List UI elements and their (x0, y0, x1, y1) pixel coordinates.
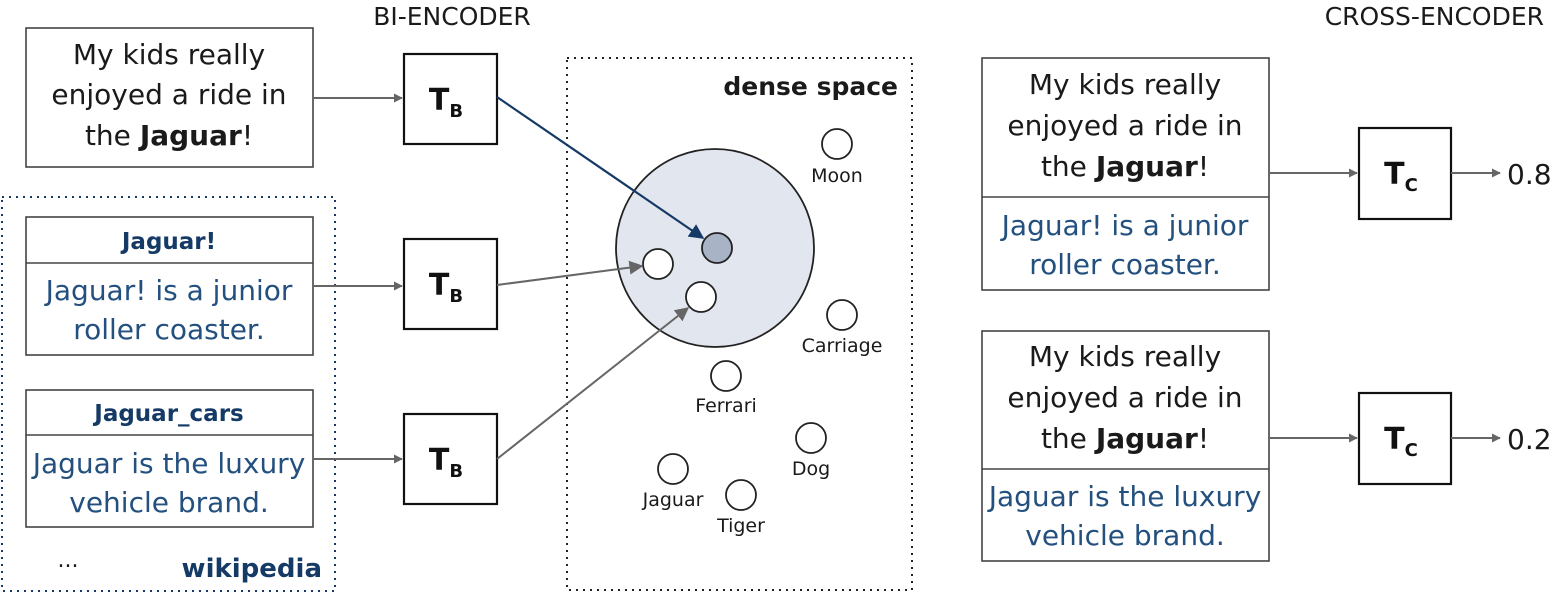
pair-candidate-line-1: Jaguar! is a junior (1000, 209, 1249, 242)
pair-query-line-2: enjoyed a ride in (1007, 109, 1242, 142)
wikipedia-label: wikipedia (182, 554, 322, 584)
encoder-tb-3: TB (402, 412, 499, 506)
point-jaguar (657, 453, 689, 485)
cross-pair-2-box: My kids really enjoyed a ride in the Jag… (981, 330, 1270, 562)
point-carriage (826, 299, 858, 331)
bi-encoder-title: BI-ENCODER (373, 2, 531, 31)
point-dog (795, 422, 827, 454)
encoder-tc-1: TC (1357, 126, 1453, 221)
cross-encoder-title: CROSS-ENCODER (1325, 2, 1544, 31)
pair-candidate-line-1: Jaguar is the luxury (987, 480, 1262, 513)
query-line-1: My kids really (73, 38, 265, 71)
point-ferrari (710, 360, 742, 392)
wiki-entry-title: Jaguar_cars (92, 401, 243, 427)
arrow-entry1-embedding (496, 260, 644, 286)
pair-query-line-3: the Jaguar! (1041, 150, 1209, 183)
bi-query-box: My kids really enjoyed a ride in the Jag… (25, 27, 314, 168)
pair-query-line-3: the Jaguar! (1041, 422, 1209, 455)
point-label-moon: Moon (811, 165, 863, 187)
arrow-query-embedding (496, 96, 705, 239)
svg-text:TC: TC (1384, 157, 1418, 196)
point-label-ferrari: Ferrari (695, 395, 757, 417)
query-line-2: enjoyed a ride in (51, 78, 286, 111)
pair-query-line-1: My kids really (1029, 68, 1221, 101)
pair-candidate-line-2: roller coaster. (1029, 248, 1221, 281)
wiki-entry-jaguar-coaster: Jaguar! Jaguar! is a junior roller coast… (25, 216, 314, 356)
wiki-entry-line-1: Jaguar is the luxury (31, 447, 306, 480)
wiki-entry-line-2: roller coaster. (73, 313, 265, 346)
point-tiger (725, 479, 757, 511)
svg-text:TB: TB (429, 83, 463, 122)
wiki-entry-title: Jaguar! (120, 229, 216, 255)
cross-pair-1-box: My kids really enjoyed a ride in the Jag… (981, 57, 1270, 291)
entry1-embedding-point (642, 248, 674, 280)
wiki-entry-line-2: vehicle brand. (69, 486, 269, 519)
point-label-tiger: Tiger (716, 515, 765, 537)
point-label-dog: Dog (792, 458, 830, 480)
encoder-tb-1: TB (402, 52, 499, 146)
svg-text:TB: TB (429, 443, 463, 482)
query-line-3: the Jaguar! (85, 119, 253, 152)
point-label-carriage: Carriage (802, 335, 883, 357)
dense-space-label: dense space (723, 72, 898, 101)
wiki-entry-line-1: Jaguar! is a junior (44, 274, 293, 307)
svg-text:TB: TB (429, 268, 463, 307)
entry2-embedding-point (685, 281, 717, 313)
pair-query-line-1: My kids really (1029, 340, 1221, 373)
encoder-tb-2: TB (402, 237, 499, 331)
pair-candidate-line-2: vehicle brand. (1025, 519, 1225, 552)
score-pair-2: 0.2 (1507, 423, 1552, 456)
svg-text:TC: TC (1384, 422, 1418, 461)
point-moon (821, 128, 853, 160)
dense-space-box (566, 57, 913, 591)
score-pair-1: 0.8 (1507, 158, 1552, 191)
wiki-ellipsis: ... (58, 548, 79, 573)
point-label-jaguar: Jaguar (642, 489, 704, 511)
pair-query-line-2: enjoyed a ride in (1007, 381, 1242, 414)
wiki-entry-jaguar-cars: Jaguar_cars Jaguar is the luxury vehicle… (25, 389, 314, 528)
query-embedding-point (701, 232, 733, 264)
encoder-tc-2: TC (1357, 391, 1453, 486)
arrow-entry2-embedding (496, 307, 690, 460)
